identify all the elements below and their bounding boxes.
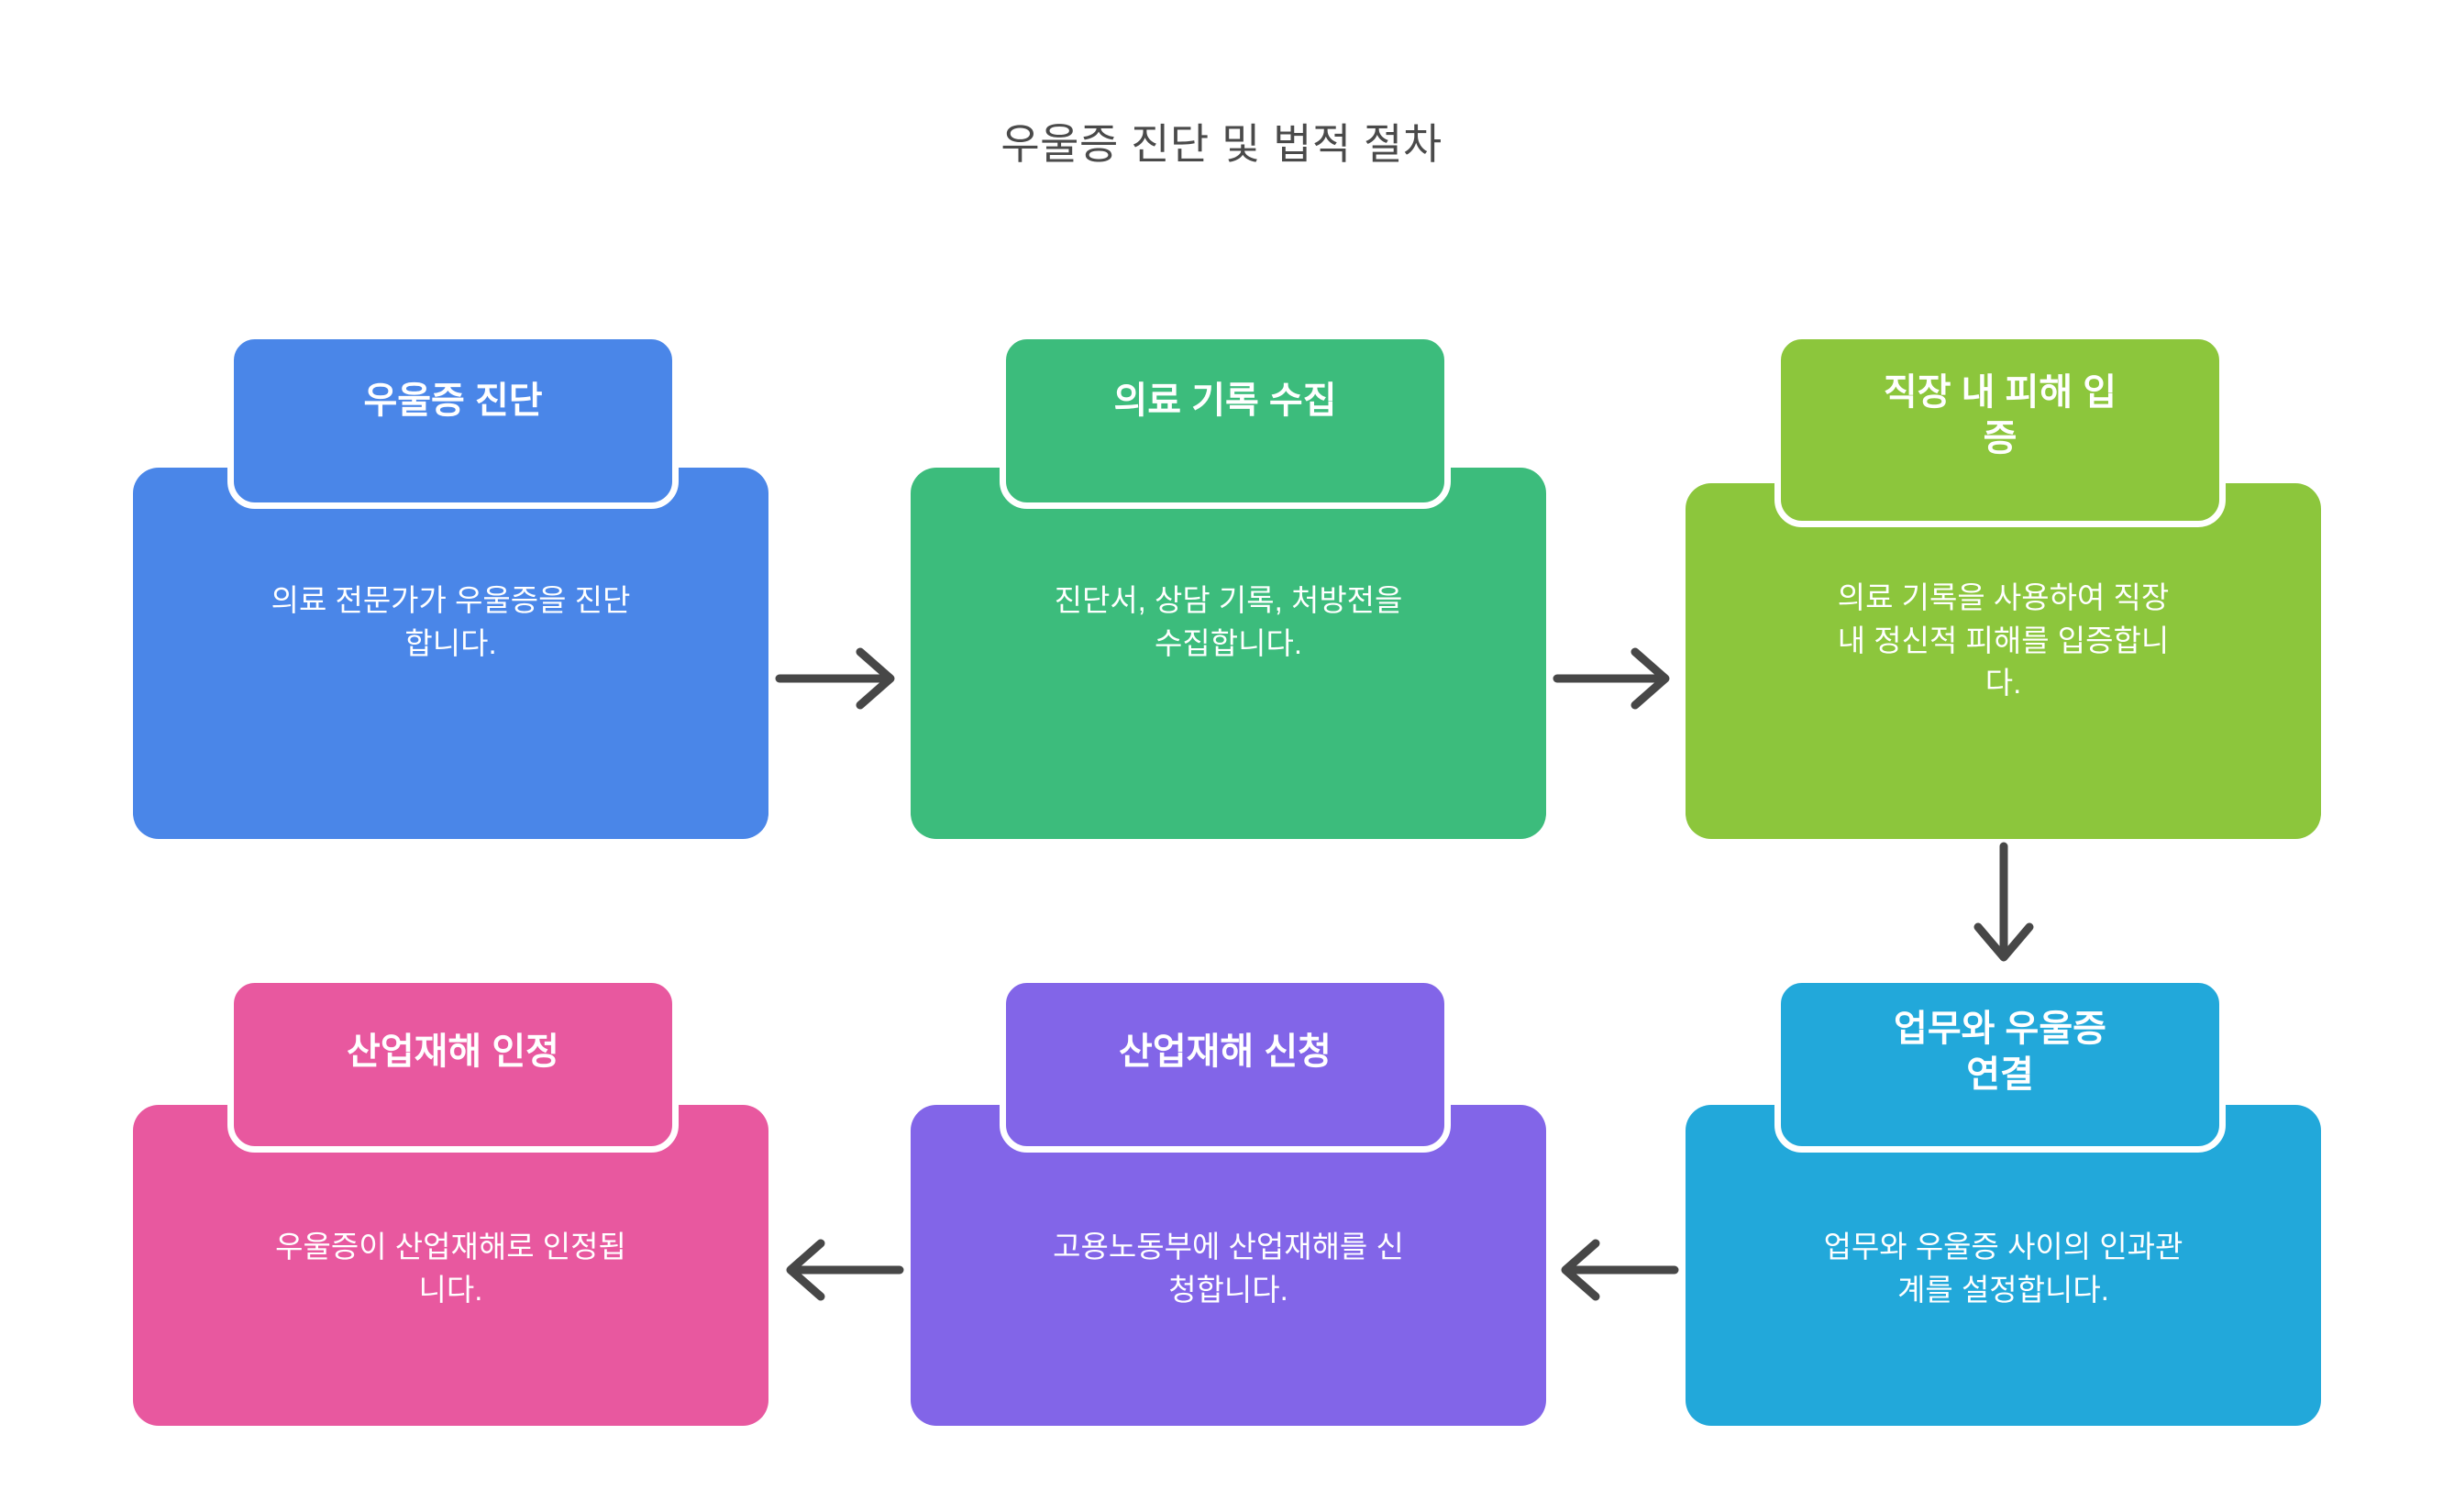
- arrow-node4-to-node5: [1561, 1239, 1679, 1301]
- node-4-body: 업무와 우울증 사이의 인과관 계를 설정합니다.: [1686, 1105, 2321, 1426]
- node-1-header[interactable]: 우울증 진단: [227, 333, 679, 509]
- node-4-header[interactable]: 업무와 우울증 연결: [1774, 977, 2226, 1153]
- arrow-node5-to-node6: [786, 1239, 904, 1301]
- arrow-node1-to-node2: [775, 647, 895, 710]
- node-5-title: 산업재해 신청: [1119, 1032, 1332, 1072]
- node-2-title: 의료 기록 수집: [1113, 381, 1337, 421]
- node-5-description: 고용노동부에 산업재해를 신 청합니다.: [1053, 1230, 1404, 1307]
- node-3-title: 직장 내 피해 입 증: [1883, 372, 2117, 458]
- node-2-description: 진단서, 상담 기록, 처방전을 수집합니다.: [1054, 582, 1403, 660]
- page-title: 우울증 진단 및 법적 절차: [1000, 120, 1443, 168]
- node-1-body: 의료 전문가가 우울증을 진단 합니다.: [133, 468, 768, 839]
- node-6-description: 우울증이 산업재해로 인정됩 니다.: [275, 1230, 626, 1307]
- node-5-body: 고용노동부에 산업재해를 신 청합니다.: [911, 1105, 1546, 1426]
- node-3-description: 의료 기록을 사용하여 직장 내 정신적 피해를 입증합니 다.: [1837, 579, 2170, 701]
- node-1-description: 의료 전문가가 우울증을 진단 합니다.: [271, 582, 631, 660]
- node-1-title: 우울증 진단: [363, 381, 543, 421]
- node-3-body: 의료 기록을 사용하여 직장 내 정신적 피해를 입증합니 다.: [1686, 483, 2321, 839]
- node-2-body: 진단서, 상담 기록, 처방전을 수집합니다.: [911, 468, 1546, 839]
- node-6-body: 우울증이 산업재해로 인정됩 니다.: [133, 1105, 768, 1426]
- arrow-node2-to-node3: [1553, 647, 1670, 710]
- node-4-description: 업무와 우울증 사이의 인과관 계를 설정합니다.: [1823, 1230, 2183, 1307]
- node-6-title: 산업재해 인정: [347, 1032, 559, 1072]
- node-6-header[interactable]: 산업재해 인정: [227, 977, 679, 1153]
- node-5-header[interactable]: 산업재해 신청: [1000, 977, 1451, 1153]
- node-4-title: 업무와 우울증 연결: [1894, 1009, 2106, 1095]
- arrow-node3-to-node4: [1973, 842, 2034, 962]
- node-3-header[interactable]: 직장 내 피해 입 증: [1774, 333, 2226, 527]
- node-2-header[interactable]: 의료 기록 수집: [1000, 333, 1451, 509]
